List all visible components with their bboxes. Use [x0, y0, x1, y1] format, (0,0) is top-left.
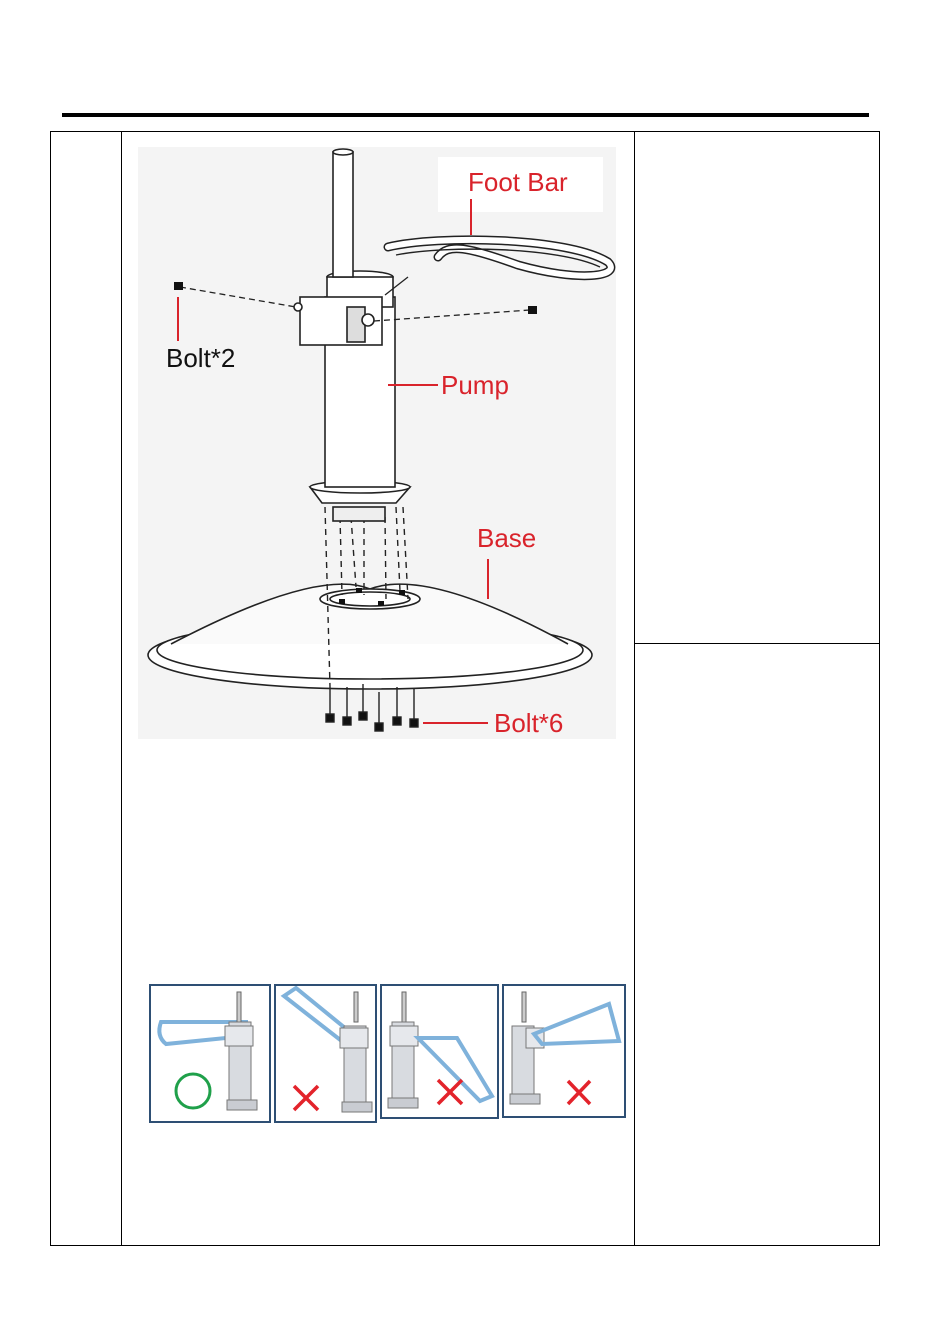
cross-icon: [294, 1086, 318, 1110]
orientation-panel-incorrect: [274, 984, 377, 1123]
base-label: Base: [477, 523, 536, 553]
bolt-top-label: Bolt*2: [166, 343, 235, 373]
pump-label: Pump: [441, 370, 509, 400]
orientation-panel-incorrect: [380, 984, 499, 1119]
table-row-divider: [634, 643, 880, 644]
assembly-diagram: Foot Bar Bolt*2 Pump Base Bolt*6: [138, 147, 616, 739]
circle-icon: [176, 1074, 210, 1108]
cross-icon: [438, 1080, 462, 1104]
table-column-divider: [121, 131, 122, 1246]
table-column-divider: [634, 131, 635, 1246]
orientation-panel-correct: [149, 984, 271, 1123]
orientation-panel-incorrect: [502, 984, 626, 1118]
bolt-bottom-label: Bolt*6: [494, 708, 563, 738]
header-rule: [62, 113, 869, 117]
cross-icon: [568, 1081, 590, 1104]
foot-bar-label: Foot Bar: [468, 167, 568, 197]
